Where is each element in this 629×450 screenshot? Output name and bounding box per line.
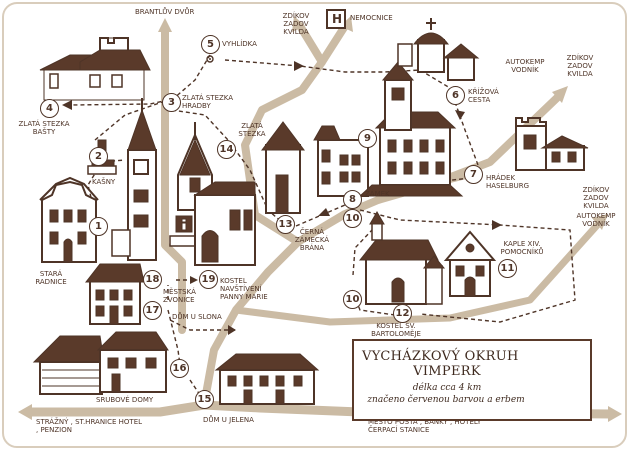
stop-17-label: DŮM U SLONA (172, 313, 222, 321)
hospital-letter: H (332, 12, 343, 26)
stop-8-marker[interactable]: 8 (343, 190, 362, 209)
chapel-fourteen-helpers-building (443, 230, 497, 297)
stop-2-marker[interactable]: 2 (89, 147, 108, 166)
stop-19-marker[interactable]: 19 (199, 270, 218, 289)
route-lower-west (169, 319, 235, 331)
label-zdikov-right-top: ZDÍKOV ZADOV KVILDA (566, 54, 594, 78)
stop-6-marker[interactable]: 6 (446, 86, 465, 105)
house-elephant-building (84, 263, 145, 325)
stop-14-label: ZLATÁ STEZKA (238, 122, 266, 138)
map-marking-note: značeno červenou barvou a erbem (367, 395, 525, 405)
arrow-zdikov-top (292, 16, 305, 32)
arrow-on-13-8 (318, 208, 330, 216)
log-houses-building (32, 331, 169, 395)
bell-tower-building (111, 98, 157, 261)
stop-15-label: DŮM U JELENA (203, 416, 254, 424)
calvary-chapel-building (397, 18, 480, 81)
arrow-zdikov-right (592, 214, 608, 230)
arrow-nemocnice (340, 16, 353, 32)
bastion-ruin-building (39, 37, 151, 101)
stop-4-label: ZLATÁ STEZKA BAŠTY (18, 120, 70, 136)
stop-13-label: ČERNÁ ZÁMECKÁ BRÁNA (294, 228, 330, 252)
label-nemocnice: NEMOCNICE (350, 14, 393, 22)
route-3-5 (171, 54, 211, 101)
arrow-on-5-6 (294, 61, 304, 71)
stop-1-label: STARÁ RADNICE (35, 270, 67, 286)
hospital-sign-icon (326, 9, 346, 29)
arrow-autokemp-top (552, 86, 568, 103)
map-distance: délka cca 4 km (412, 383, 482, 393)
label-strazny: STRÁŽNÝ , ST.HRANICE HOTEL , PENZION (36, 418, 143, 434)
label-mesto: MĚSTO POŠTA , BANKY , HOTELY ČERPACÍ STA… (368, 418, 482, 434)
stop-5-marker[interactable]: 5 (201, 35, 220, 54)
stop-15-marker[interactable]: 15 (195, 390, 214, 409)
stop-7-marker[interactable]: 7 (464, 165, 483, 184)
stop-4-marker[interactable]: 4 (40, 99, 59, 118)
legend-box: VYCHÁZKOVÝ OKRUH VIMPERK délka cca 4 km … (352, 339, 592, 421)
route-10-up (352, 229, 373, 276)
stop-3-label: ZLATÁ STEZKA HRADBY (182, 94, 234, 110)
label-brantluv-dvur: BRANTLŮV DVŮR (135, 8, 195, 16)
stop-18-marker[interactable]: 18 (143, 270, 162, 289)
house-deer-building (214, 353, 320, 405)
stop-16-label: SRUBOVÉ DOMY (96, 396, 154, 404)
haselburg-castle-building (515, 117, 589, 171)
arrow-on-lower (228, 325, 236, 335)
route-3-14-13 (171, 109, 286, 226)
route-east-loop (359, 209, 576, 323)
map-title-town: VIMPERK (413, 364, 481, 379)
route-3-4 (71, 99, 169, 106)
stop-1-marker[interactable]: 1 (89, 217, 108, 236)
label-autokemp-top: AUTOKEMP VODNÍK (505, 58, 545, 74)
arrow-to-4 (62, 100, 72, 110)
stop-19-label: KOSTEL NAVŠTÍVENÍ PANNY MARIE (220, 277, 268, 301)
stop-8-label: ZÁMEK (365, 190, 390, 198)
arrow-strazny (18, 404, 32, 420)
arrow-brantluv-dvur (158, 18, 172, 32)
stop-11-label: KAPLE XIV. POMOCNÍKŮ (500, 240, 544, 256)
stop-5-label: VYHLÍDKA (222, 40, 257, 48)
old-town-hall-building (39, 176, 99, 263)
route-arrowheads (62, 61, 502, 335)
label-zdikov-top: ZDÍKOV ZADOV KVILDA (282, 12, 310, 36)
church-visitation-building (177, 122, 256, 266)
stop-12-marker[interactable]: 12 (393, 304, 412, 323)
stop-3-marker[interactable]: 3 (162, 93, 181, 112)
arrow-on-6-7 (455, 110, 465, 120)
arrow-on-18-19 (190, 276, 198, 284)
stop-14-marker[interactable]: 14 (217, 140, 236, 159)
stop-11-marker[interactable]: 11 (498, 259, 517, 278)
arrow-on-loop (492, 220, 502, 230)
viewpoint-icon (206, 55, 214, 63)
black-castle-gate-building (261, 121, 305, 214)
church-bartholomew-building (358, 211, 446, 305)
label-autokemp-mid: AUTOKEMP VODNÍK (576, 212, 616, 228)
stop-10a-marker[interactable]: 10 (343, 209, 362, 228)
stop-13-marker[interactable]: 13 (276, 215, 295, 234)
stop-9-marker[interactable]: 9 (358, 129, 377, 148)
map-title: VYCHÁZKOVÝ OKRUH (362, 349, 519, 364)
label-zdikov-right-mid: ZDÍKOV ZADOV KVILDA (582, 186, 610, 210)
stop-2-label: KAŠNY (92, 178, 116, 186)
stop-10-marker[interactable]: 10 (343, 290, 362, 309)
stop-6-label: KŘÍŽOVÁ CESTA (468, 88, 499, 104)
route-13-8 (295, 204, 346, 227)
route-5-6 (224, 59, 451, 89)
road-east-lower (232, 218, 604, 326)
stop-17-marker[interactable]: 17 (143, 301, 162, 320)
arrow-mesto (608, 406, 622, 422)
road-arrows (18, 16, 622, 422)
stop-16-marker[interactable]: 16 (170, 359, 189, 378)
stop-18-label: MĚSTSKÁ ZVONICE (163, 288, 196, 304)
stop-7-label: HRÁDEK HASELBURG (486, 174, 530, 190)
buildings (32, 18, 589, 405)
stop-12-label: KOSTEL SV. BARTOLOMĚJE (371, 322, 421, 338)
road-brantluv-dvur (161, 26, 186, 334)
castle-building (313, 61, 464, 197)
